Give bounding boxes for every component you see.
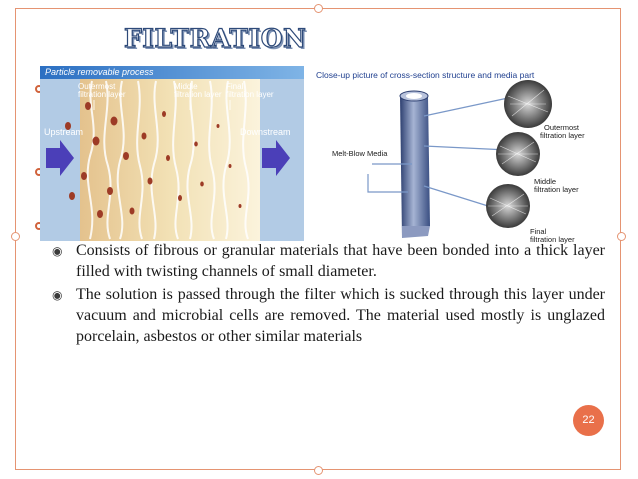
- right-label-final-line2: filtration layer: [530, 235, 575, 244]
- bullet-marker-icon: ◉: [52, 244, 63, 258]
- frame-dot-bottom: [314, 466, 323, 475]
- label-outermost-line1: Outermost: [78, 82, 116, 91]
- right-label-outermost-line1: Outermost: [544, 123, 580, 132]
- right-figure-banner: Close-up picture of cross-section struct…: [316, 70, 535, 80]
- bullet-item: ◉ Consists of fibrous or granular materi…: [50, 240, 605, 282]
- label-upstream: Upstream: [44, 127, 84, 137]
- right-label-outermost-line2: filtration layer: [540, 131, 585, 140]
- right-label-middle-line1: Middle: [534, 177, 557, 186]
- frame-dot-top: [314, 4, 323, 13]
- label-final-line2: filtration layer: [226, 90, 274, 99]
- right-label-final-line1: Final: [530, 227, 547, 236]
- left-figure-banner: Particle removable process: [45, 67, 154, 77]
- particle-removal-figure: Particle removable process Outermost fil…: [40, 66, 304, 241]
- label-middle-line2: filtration layer: [174, 90, 222, 99]
- cross-section-figure: Close-up picture of cross-section struct…: [312, 66, 608, 244]
- bullet-text: Consists of fibrous or granular material…: [76, 242, 605, 280]
- bullet-list: ◉ Consists of fibrous or granular materi…: [50, 240, 605, 349]
- label-middle-line1: Middle: [174, 82, 198, 91]
- bullet-item: ◉ The solution is passed through the fil…: [50, 284, 605, 347]
- slide-title: FILTRATION: [123, 23, 307, 53]
- label-melt-blow: Melt-Blow Media: [332, 149, 388, 158]
- frame-dot-left: [11, 232, 20, 241]
- label-final-line1: Final: [226, 82, 244, 91]
- frame-dot-right: [617, 232, 626, 241]
- page-number-badge: 22: [573, 405, 604, 436]
- right-label-middle-line2: filtration layer: [534, 185, 579, 194]
- label-downstream: Downstream: [240, 127, 291, 137]
- bullet-text: The solution is passed through the filte…: [76, 286, 605, 345]
- label-outermost-line2: filtration layer: [78, 90, 126, 99]
- bullet-marker-icon: ◉: [52, 288, 63, 302]
